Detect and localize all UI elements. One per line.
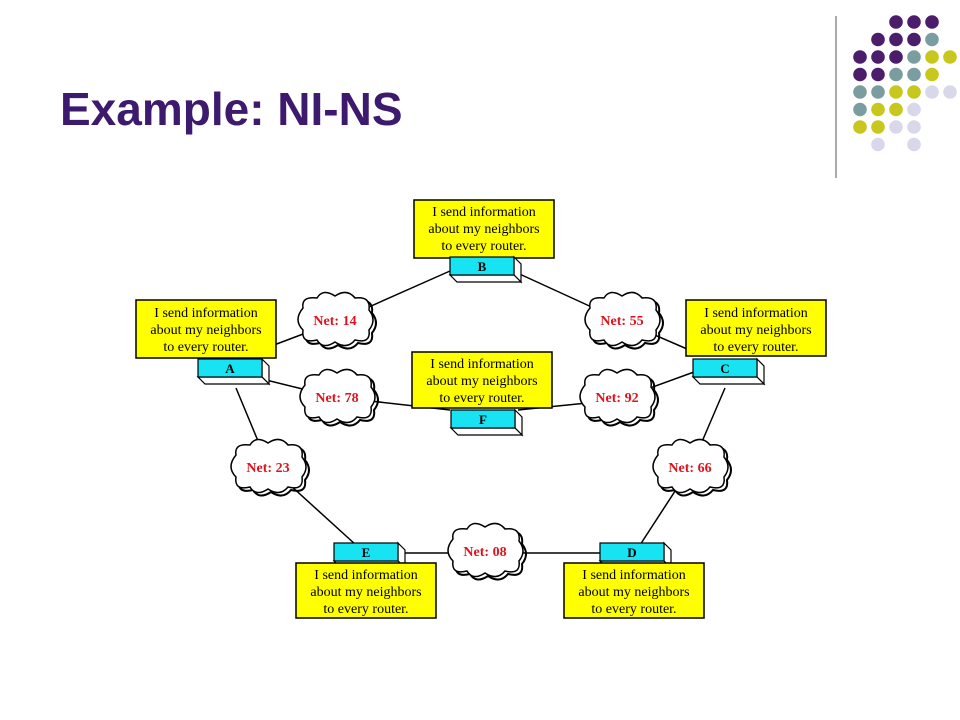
decor-dot xyxy=(925,50,939,64)
network-cloud-55: Net: 55 xyxy=(584,291,664,350)
info-box-a: I send information about my neighbors to… xyxy=(135,299,277,359)
network-label-78: Net: 78 xyxy=(315,391,358,406)
info-box-e: I send information about my neighbors to… xyxy=(295,562,437,619)
info-line-3: to every router. xyxy=(713,340,798,355)
decor-dot xyxy=(853,85,867,99)
links-layer xyxy=(235,270,726,554)
network-cloud-78: Net: 78 xyxy=(299,368,379,427)
info-line-3: to every router. xyxy=(163,340,248,355)
network-cloud-08: Net: 08 xyxy=(447,522,527,581)
info-line-1: I send information xyxy=(314,568,417,583)
decor-dot xyxy=(889,50,903,64)
decor-dot xyxy=(907,15,921,29)
info-line-1: I send information xyxy=(430,357,533,372)
info-line-2: about my neighbors xyxy=(428,222,539,237)
decor-dot xyxy=(871,67,885,82)
decor-dot xyxy=(853,120,867,134)
router-b: B xyxy=(448,255,523,284)
decor-dot xyxy=(871,137,885,152)
router-label-e: E xyxy=(362,545,371,560)
decor-dot xyxy=(943,50,957,64)
decor-dot xyxy=(907,50,921,64)
network-cloud-92: Net: 92 xyxy=(579,368,659,427)
network-label-08: Net: 08 xyxy=(463,545,506,560)
decor-dot xyxy=(889,120,903,134)
router-label-c: C xyxy=(720,361,729,376)
decor-dot xyxy=(871,50,885,64)
decor-dot xyxy=(907,120,921,134)
network-label-23: Net: 23 xyxy=(246,461,289,476)
router-f: F xyxy=(449,408,524,437)
router-label-a: A xyxy=(225,361,235,376)
router-label-f: F xyxy=(479,412,487,427)
decor-dot xyxy=(943,85,957,99)
router-label-b: B xyxy=(478,259,487,274)
decor-dot xyxy=(853,50,867,64)
network-label-66: Net: 66 xyxy=(668,461,711,476)
info-line-2: about my neighbors xyxy=(310,585,421,600)
router-a: A xyxy=(196,357,271,386)
decor-dot xyxy=(907,32,921,47)
decor-dot xyxy=(925,85,939,99)
decor-dot xyxy=(871,85,885,99)
info-line-1: I send information xyxy=(154,306,257,321)
decor-dot xyxy=(907,67,921,82)
decor-dot xyxy=(907,137,921,152)
network-cloud-23: Net: 23 xyxy=(230,438,310,497)
decor-dot xyxy=(871,32,885,47)
network-cloud-66: Net: 66 xyxy=(652,438,732,497)
decor-dot xyxy=(853,67,867,82)
info-line-2: about my neighbors xyxy=(150,323,261,338)
decor-dot xyxy=(907,85,921,99)
decor-dot xyxy=(889,67,903,82)
decor-dot xyxy=(889,85,903,99)
decor-dot xyxy=(907,102,921,117)
decor-dot xyxy=(925,32,939,47)
decor-dot xyxy=(925,15,939,29)
network-cloud-14: Net: 14 xyxy=(297,291,377,350)
router-c: C xyxy=(691,357,766,386)
info-line-2: about my neighbors xyxy=(700,323,811,338)
decor-dot xyxy=(889,15,903,29)
decor-dot xyxy=(889,102,903,117)
info-line-3: to every router. xyxy=(441,239,526,254)
info-line-2: about my neighbors xyxy=(426,374,537,389)
decor-dot xyxy=(889,32,903,47)
dot-grid xyxy=(853,15,957,152)
decor-dot xyxy=(871,102,885,117)
decor-dot xyxy=(871,120,885,134)
info-line-1: I send information xyxy=(704,306,807,321)
decor-dot xyxy=(853,102,867,117)
info-box-f: I send information about my neighbors to… xyxy=(411,351,553,409)
info-line-3: to every router. xyxy=(591,602,676,617)
network-label-55: Net: 55 xyxy=(600,314,643,329)
decorative-dot-grid xyxy=(835,15,957,178)
decor-dot xyxy=(925,67,939,82)
info-box-b: I send information about my neighbors to… xyxy=(413,199,555,259)
info-line-1: I send information xyxy=(582,568,685,583)
info-line-3: to every router. xyxy=(323,602,408,617)
router-label-d: D xyxy=(627,545,636,560)
network-label-14: Net: 14 xyxy=(313,314,356,329)
info-line-3: to every router. xyxy=(439,391,524,406)
info-line-2: about my neighbors xyxy=(578,585,689,600)
info-box-c: I send information about my neighbors to… xyxy=(685,299,827,357)
info-line-1: I send information xyxy=(432,205,535,220)
network-label-92: Net: 92 xyxy=(595,391,638,406)
info-box-d: I send information about my neighbors to… xyxy=(563,562,705,619)
slide-title: Example: NI-NS xyxy=(60,83,403,135)
